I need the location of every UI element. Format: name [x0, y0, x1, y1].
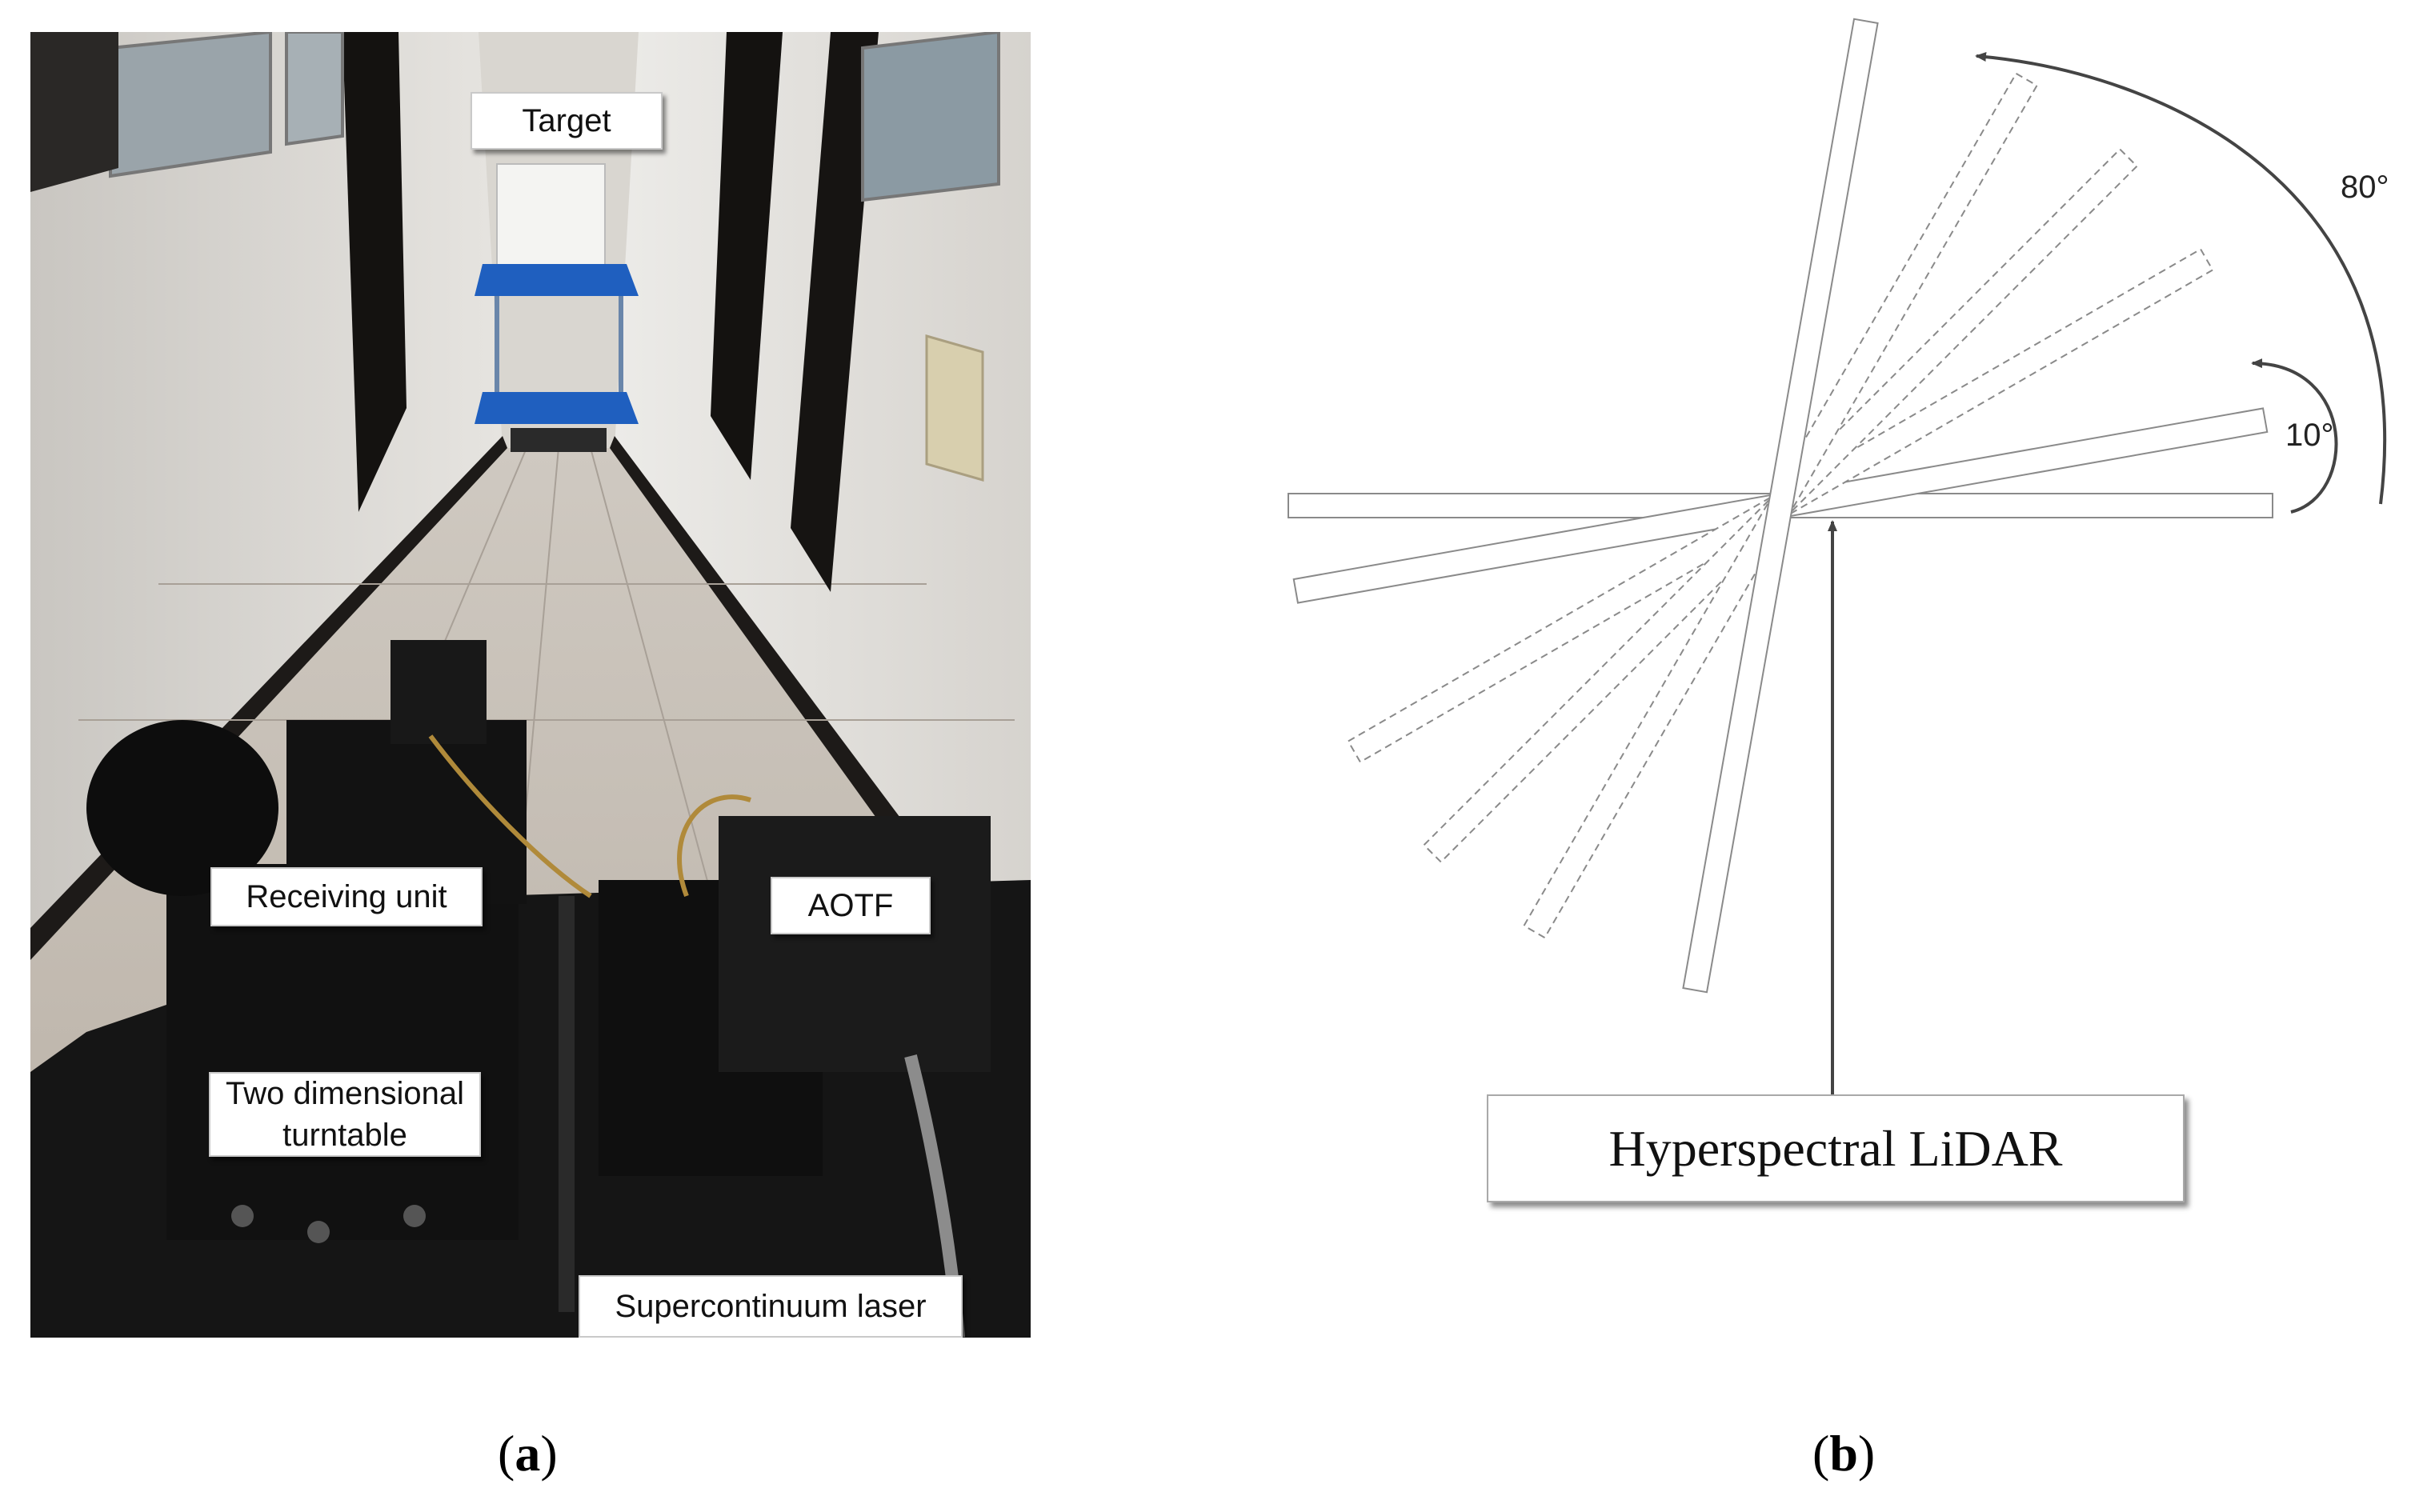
beam-bar-80deg	[1682, 18, 1879, 994]
caption-a: (a)	[498, 1425, 558, 1482]
label-aotf: AOTF	[771, 877, 931, 934]
turntable-line-1: Two dimensional	[226, 1076, 464, 1111]
caption-b: (b)	[1812, 1425, 1876, 1482]
hyperspectral-lidar-box: Hyperspectral LiDAR	[1487, 1094, 2185, 1202]
label-two-dimensional-turntable: Two dimensional turntable	[209, 1072, 481, 1157]
corridor-scene	[30, 32, 1031, 1338]
experiment-photo: Target Receiving unit AOTF Two dimension…	[30, 32, 1031, 1338]
arc-10deg	[2251, 358, 2338, 514]
angle-label-80: 80°	[2341, 170, 2389, 205]
beam-group	[1288, 18, 2273, 994]
turntable-line-2: turntable	[282, 1118, 407, 1153]
label-receiving-unit: Receiving unit	[210, 867, 483, 926]
label-target: Target	[471, 92, 663, 150]
arc-80deg	[1975, 52, 2387, 505]
angle-label-10: 10°	[2285, 418, 2334, 453]
label-supercontinuum-laser: Supercontinuum laser	[579, 1275, 963, 1338]
